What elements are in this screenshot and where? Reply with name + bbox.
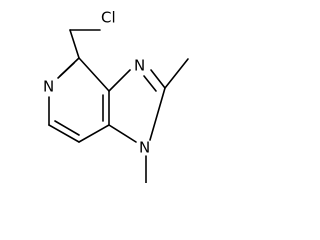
atom-label-n-imine: N — [134, 57, 145, 75]
bond-c7-c7a — [78, 124, 110, 143]
bond-c6-c7 — [48, 124, 80, 143]
atom-label-n-methyl: N — [139, 139, 150, 157]
molecule-drawing: Cl N N N — [43, 9, 189, 183]
bond-c6-c7-double — [54, 120, 80, 136]
bond-c2-methyl — [164, 58, 189, 89]
atom-labels: Cl N N N — [43, 9, 150, 157]
bond-c2-n1 — [149, 87, 166, 141]
bonds — [48, 29, 189, 183]
structure-diagram: Cl N N N — [43, 8, 189, 183]
atom-label-n-pyridine: N — [43, 78, 54, 96]
bond-c3a-n3 — [108, 69, 131, 92]
bond-n3-c2-double — [143, 75, 157, 92]
bond-c3a-c4 — [78, 57, 110, 92]
bond-c4-ch2 — [69, 29, 80, 59]
bond-n3-c2 — [150, 69, 166, 89]
bond-n1-c7a — [108, 124, 137, 143]
atom-label-chlorine: Cl — [101, 9, 116, 27]
bond-c4-n5-double — [57, 62, 75, 79]
